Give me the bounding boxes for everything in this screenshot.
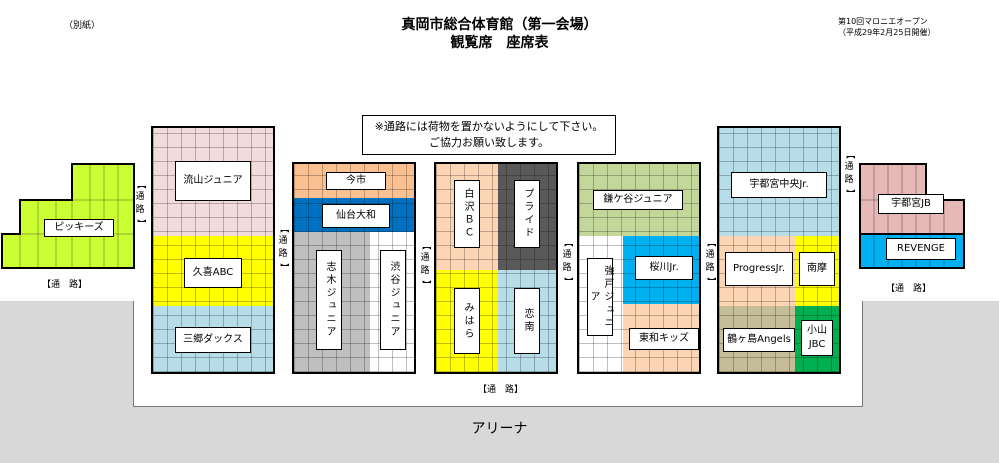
walkway-edge-left (133, 301, 134, 407)
team-nanma: 南摩 (799, 252, 835, 286)
team-progress: ProgressJr. (725, 252, 793, 286)
event-date: （平成29年2月25日開催） (838, 28, 936, 37)
team-oyama-line-2: JBC (808, 339, 826, 350)
team-oyama-line-1: 小山 (807, 325, 827, 336)
page-title: 真岡市総合体育館（第一会場） 観覧席 座席表 (0, 16, 999, 52)
team-nagareyama: 流山ジュニア (175, 161, 251, 201)
team-shibuya: 渋谷ジュニア (380, 250, 406, 350)
aisle-vertical-4: 【 通 路 】 (562, 237, 573, 286)
team-utsunomiya-jb: 宇都宮JB (878, 194, 944, 214)
aisle-vertical-1: 【 通 路 】 (135, 179, 146, 228)
event-name: 第10回マロニエオープン (838, 17, 928, 26)
section-f: 宇都宮中央Jr. ProgressJr. 南摩 鶴ヶ島Angels 小山 JBC (717, 126, 841, 374)
team-shirasawa: 白沢ＢＣ (454, 180, 480, 248)
team-kuki: 久喜ABC (184, 258, 242, 288)
team-oyama: 小山 JBC (801, 320, 833, 356)
team-shiki: 志木ジュニア (316, 250, 342, 350)
walkway-edge-bottom (133, 406, 863, 407)
section-c: 今市 仙台大和 志木ジュニア 渋谷ジュニア (292, 162, 416, 374)
team-sango: 三郷ダックス (175, 327, 251, 353)
team-mihara: みはら (454, 288, 480, 354)
aisle-vertical-6: 【 通 路 】 (844, 149, 855, 198)
section-e: 鎌ケ谷ジュニア 強戸ジュニア 桜川Jr. 東和キッズ (577, 162, 701, 374)
arena-label: アリーナ (471, 421, 528, 437)
walkway-edge-right (862, 301, 863, 407)
aisle-label-bottom: 【通 路】 (478, 385, 524, 395)
team-revenge: REVENGE (886, 238, 956, 260)
notice-line-1: ※通路には荷物を置かないようにして下さい。 (374, 120, 604, 133)
aisle-vertical-3: 【 通 路 】 (420, 240, 431, 289)
aisle-label-right: 【通 路】 (886, 284, 932, 294)
notice-line-2: ご協力お願い致します。 (429, 136, 549, 149)
attachment-label: （別紙） (64, 21, 101, 31)
section-b: 流山ジュニア 久喜ABC 三郷ダックス (151, 126, 275, 374)
event-info: 第10回マロニエオープン （平成29年2月25日開催） (838, 16, 935, 38)
notice-box: ※通路には荷物を置かないようにして下さい。 ご協力お願い致します。 (362, 115, 616, 155)
team-sendai: 仙台大和 (322, 204, 390, 228)
title-line-1: 真岡市総合体育館（第一会場） (401, 17, 598, 33)
section-a-stepped (1, 163, 135, 269)
team-pride: プライド (514, 180, 540, 248)
aisle-vertical-2: 【 通 路 】 (278, 223, 289, 272)
team-utsunomiya-chuo: 宇都宮中央Jr. (731, 172, 827, 198)
team-goudo: 強戸ジュニア (587, 258, 613, 336)
team-kinan: 恋南 (514, 288, 540, 354)
team-sakuragawa: 桜川Jr. (635, 256, 693, 280)
team-imaichi: 今市 (326, 172, 386, 190)
aisle-vertical-5: 【 通 路 】 (705, 237, 716, 286)
aisle-label-left: 【通 路】 (42, 280, 88, 290)
team-towa: 東和キッズ (629, 328, 699, 350)
section-d: 白沢ＢＣ プライド みはら 恋南 (434, 162, 558, 374)
team-kamagaya: 鎌ケ谷ジュニア (593, 190, 683, 210)
team-tsurugashima: 鶴ヶ島Angels (723, 328, 795, 352)
title-line-2: 観覧席 座席表 (450, 35, 549, 51)
team-pikkies: ピッキーズ (44, 219, 114, 237)
